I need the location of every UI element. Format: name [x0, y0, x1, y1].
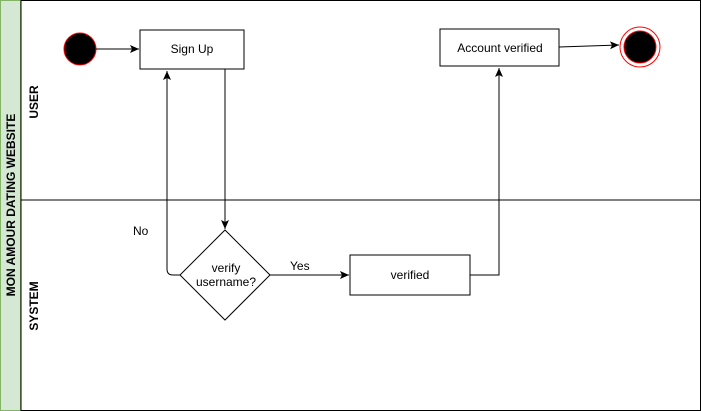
lane-label-system: SYSTEM [27, 281, 41, 330]
lane-label-user: USER [27, 85, 41, 119]
node-account-verified [439, 28, 560, 67]
node-sign-up-label: Sign Up [171, 42, 214, 56]
node-account-verified-label: Account verified [457, 41, 542, 55]
node-decision [179, 229, 271, 321]
edge-no-label: No [133, 224, 149, 238]
end-state [623, 30, 657, 64]
edge-account-end [558, 41, 620, 50]
node-decision-line2: username? [196, 275, 256, 289]
node-verified-label: verified [391, 268, 430, 282]
node-sign-up [139, 29, 245, 70]
pool-title: MON AMOUR DATING WEBSITE [4, 114, 18, 297]
start-state [63, 32, 97, 66]
edge-verified-account [470, 68, 503, 276]
edge-yes-label: Yes [290, 259, 310, 273]
node-verified [349, 254, 471, 296]
node-decision-line1: verify [212, 261, 241, 275]
edge-decision-signup-no [163, 71, 180, 276]
